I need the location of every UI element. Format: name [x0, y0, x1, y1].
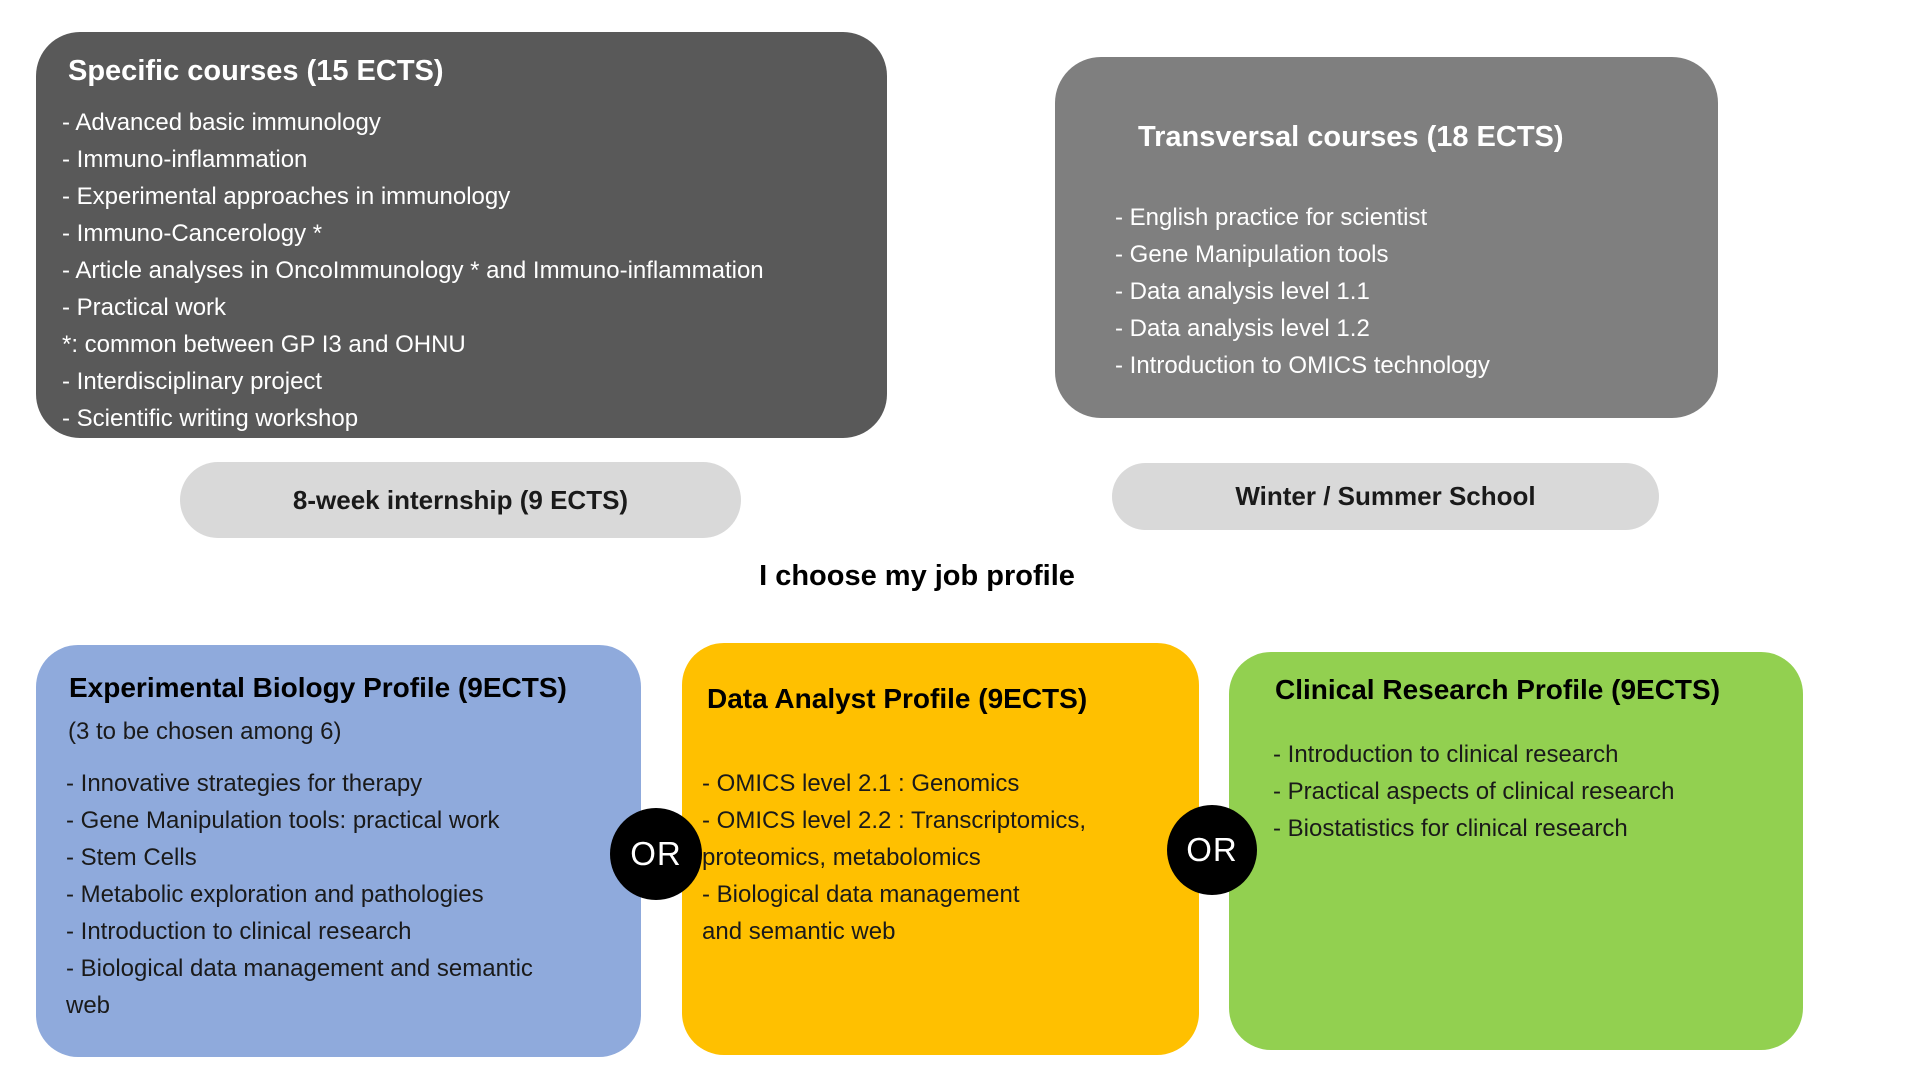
course-item: - Introduction to clinical research: [66, 918, 412, 945]
data-analyst-profile-title: Data Analyst Profile (9ECTS): [707, 683, 1088, 714]
course-item: - Practical aspects of clinical research: [1273, 778, 1675, 805]
experimental-biology-profile-box: Experimental Biology Profile (9ECTS) (3 …: [36, 645, 641, 1057]
course-item: - Interdisciplinary project: [62, 368, 323, 395]
course-item: - Immuno-Cancerology *: [62, 220, 323, 247]
transversal-courses-box: Transversal courses (18 ECTS) - English …: [1055, 57, 1718, 418]
job-profile-heading: I choose my job profile: [759, 560, 1075, 592]
experimental-biology-profile-title: Experimental Biology Profile (9ECTS): [69, 672, 567, 703]
course-item: - Article analyses in OncoImmunology * a…: [62, 257, 764, 284]
transversal-courses-title: Transversal courses (18 ECTS): [1138, 121, 1564, 153]
course-item: - Stem Cells: [66, 844, 197, 871]
internship-pill-label: 8-week internship (9 ECTS): [292, 484, 629, 515]
specific-courses-title: Specific courses (15 ECTS): [68, 55, 444, 87]
course-item: - Metabolic exploration and pathologies: [66, 881, 484, 908]
course-item: - Data analysis level 1.1: [1115, 278, 1370, 305]
clinical-research-course-list: - Introduction to clinical research - Pr…: [1273, 736, 1785, 847]
course-item: - Immuno-inflammation: [62, 146, 308, 173]
course-item: - Biological data management and semanti…: [702, 881, 1020, 945]
course-item: - English practice for scientist: [1115, 204, 1428, 231]
course-item: - Gene Manipulation tools: [1115, 241, 1389, 268]
specific-courses-box: Specific courses (15 ECTS) - Advanced ba…: [36, 32, 887, 438]
course-item: - OMICS level 2.2 : Transcriptomics, pro…: [702, 807, 1087, 871]
specific-courses-list: - Advanced basic immunology - Immuno-inf…: [62, 104, 867, 437]
transversal-courses-list: - English practice for scientist - Gene …: [1115, 199, 1698, 384]
experimental-biology-profile-subtitle: (3 to be chosen among 6): [68, 718, 342, 745]
winter-summer-school-label: Winter / Summer School: [1235, 481, 1536, 511]
course-item: - OMICS level 2.1 : Genomics: [702, 770, 1020, 797]
clinical-research-profile-box: Clinical Research Profile (9ECTS) - Intr…: [1229, 652, 1803, 1050]
or-separator-2: OR: [1167, 805, 1257, 895]
footnote-common-courses: *: common between GP I3 and OHNU: [62, 331, 466, 358]
course-item: - Innovative strategies for therapy: [66, 770, 423, 797]
course-item: - Practical work: [62, 294, 227, 321]
data-analyst-course-list: - OMICS level 2.1 : Genomics - OMICS lev…: [702, 765, 1185, 950]
course-item: - Advanced basic immunology: [62, 109, 381, 136]
internship-pill: 8-week internship (9 ECTS): [180, 462, 741, 538]
winter-summer-school-pill: Winter / Summer School: [1112, 463, 1659, 530]
course-item: - Biological data management and semanti…: [66, 955, 533, 1019]
course-item: - Introduction to OMICS technology: [1115, 352, 1490, 379]
or-separator-1: OR: [610, 808, 702, 900]
course-item: - Biostatistics for clinical research: [1273, 815, 1628, 842]
data-analyst-profile-box: Data Analyst Profile (9ECTS) - OMICS lev…: [682, 643, 1199, 1055]
clinical-research-profile-title: Clinical Research Profile (9ECTS): [1275, 674, 1721, 705]
experimental-biology-course-list: - Innovative strategies for therapy - Ge…: [66, 765, 623, 1024]
course-item: - Gene Manipulation tools: practical wor…: [66, 807, 500, 834]
or-label: OR: [1186, 831, 1238, 868]
course-item: - Data analysis level 1.2: [1115, 315, 1370, 342]
or-label: OR: [630, 835, 682, 872]
course-item: - Experimental approaches in immunology: [62, 183, 511, 210]
course-item: - Introduction to clinical research: [1273, 741, 1619, 768]
course-item: - Scientific writing workshop: [62, 405, 359, 432]
